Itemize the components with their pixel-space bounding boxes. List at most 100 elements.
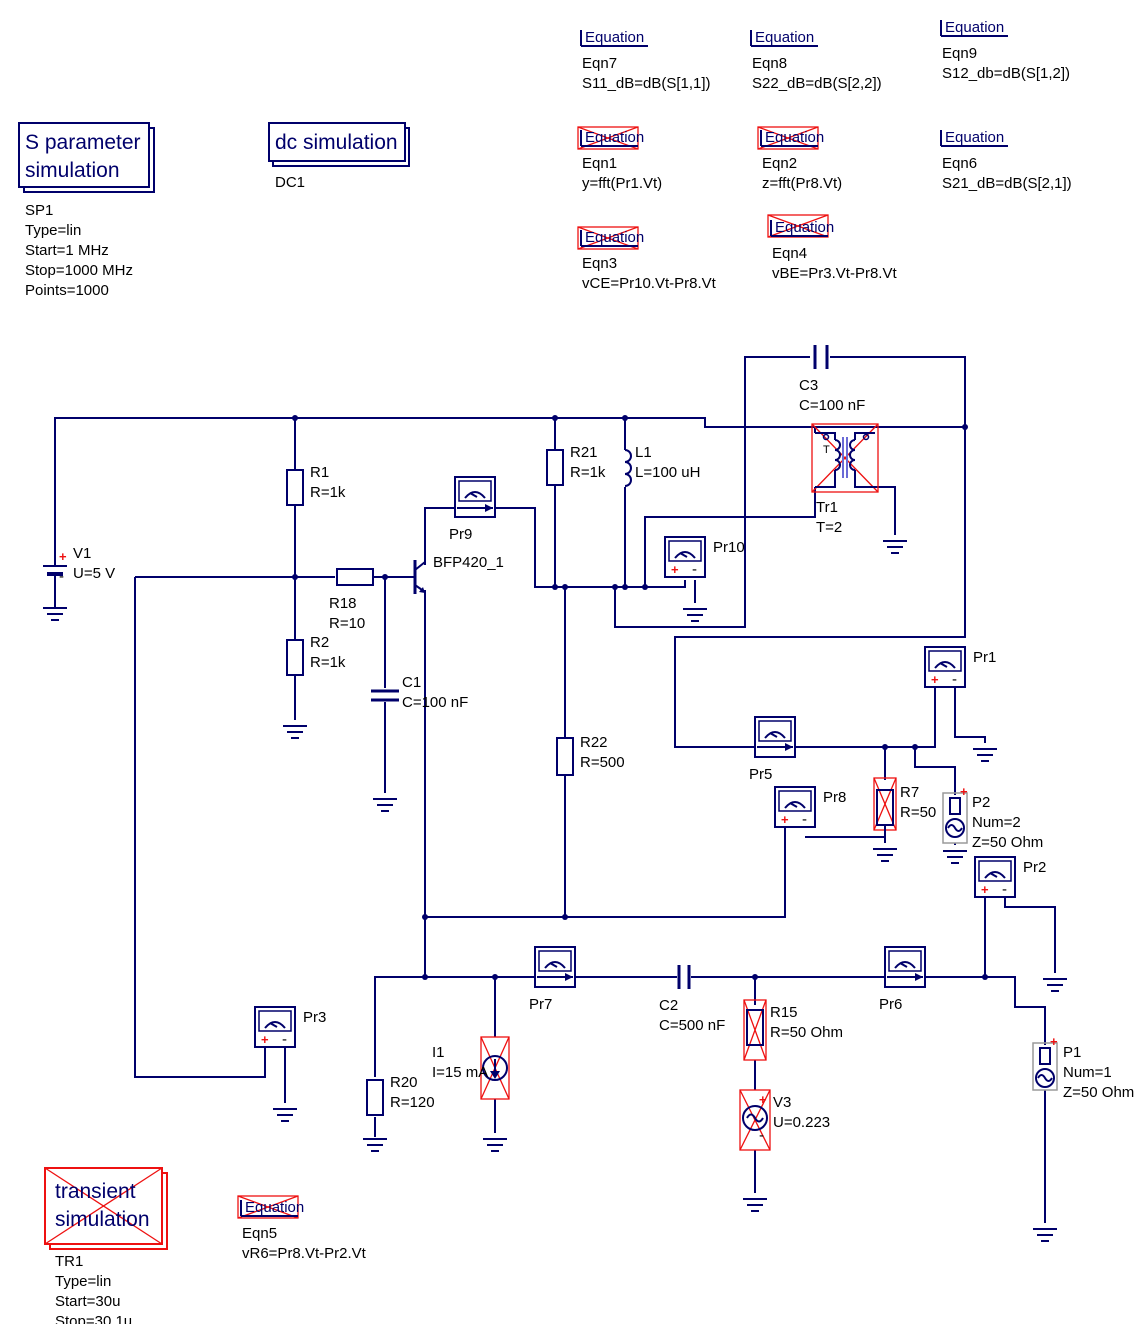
dc-name: DC1	[275, 174, 305, 191]
r2-value: R=1k	[310, 654, 346, 671]
eqn3-name: Eqn3	[582, 255, 617, 272]
v3-plus-mark: +	[759, 1092, 767, 1107]
v1-name: V1	[73, 545, 91, 562]
eqn5-name: Eqn5	[242, 1225, 277, 1242]
eqn9-expr: S12_db=dB(S[1,2])	[942, 65, 1070, 82]
voltage-probe-pr10[interactable]: + - Pr10	[664, 536, 745, 578]
l1-value: L=100 uH	[635, 464, 700, 481]
equation-eqn3[interactable]: Equation Eqn3 vCE=Pr10.Vt-Pr8.Vt	[577, 226, 717, 292]
r22-name: R22	[580, 734, 608, 751]
pr8-plus: +	[781, 812, 789, 827]
eqn1-expr: y=fft(Pr1.Vt)	[582, 175, 662, 192]
resistor-r7[interactable]: R7 R=50	[873, 777, 936, 843]
pr8-minus: -	[802, 811, 807, 828]
dc-voltage-source-v1[interactable]: + - V1 U=5 V	[43, 545, 115, 603]
equation-eqn7[interactable]: Equation Eqn7 S11_dB=dB(S[1,1])	[580, 29, 711, 92]
voltage-probe-pr8[interactable]: + - Pr8	[774, 786, 846, 828]
transformer-tr1[interactable]: T Tr1 T=2	[811, 423, 879, 536]
ground-icon	[43, 603, 67, 621]
r7-value: R=50	[900, 804, 936, 821]
inductor-l1[interactable]: L1 L=100 uH	[624, 444, 700, 487]
eqn1-name: Eqn1	[582, 155, 617, 172]
resistor-r20[interactable]: R20 R=120	[366, 1074, 435, 1116]
ac-voltage-source-v3[interactable]: + - V3 U=0.223	[739, 1089, 830, 1151]
c1-value: C=100 nF	[402, 694, 468, 711]
p1-z: Z=50 Ohm	[1063, 1084, 1134, 1101]
p1-plus-mark: +	[1050, 1034, 1058, 1049]
p2-z: Z=50 Ohm	[972, 834, 1043, 851]
equation-eqn5[interactable]: Equation Eqn5 vR6=Pr8.Vt-Pr2.Vt	[237, 1195, 367, 1262]
equation-eqn9[interactable]: Equation Eqn9 S12_db=dB(S[1,2])	[940, 19, 1070, 82]
resistor-r21[interactable]: R21 R=1k	[546, 444, 606, 486]
c2-name: C2	[659, 997, 678, 1014]
equation-eqn1[interactable]: Equation Eqn1 y=fft(Pr1.Vt)	[577, 126, 662, 192]
pr10-plus: +	[671, 562, 679, 577]
capacitor-c2[interactable]: C2 C=500 nF	[659, 965, 725, 1034]
capacitor-c3[interactable]: C3 C=100 nF	[799, 345, 865, 414]
current-probe-pr5[interactable]: Pr5	[749, 716, 796, 783]
sparam-title-line1: S parameter	[25, 131, 141, 154]
sparam-sim-block[interactable]: S parameter simulation SP1 Type=lin Star…	[18, 122, 155, 299]
current-probe-pr9[interactable]: Pr9	[449, 476, 496, 543]
r18-name: R18	[329, 595, 357, 612]
pr10-name: Pr10	[713, 539, 745, 556]
pr6-name: Pr6	[879, 996, 902, 1013]
transistor-bfp420[interactable]: BFP420_1	[413, 554, 504, 594]
p2-name: P2	[972, 794, 990, 811]
equation-eqn4[interactable]: Equation Eqn4 vBE=Pr3.Vt-Pr8.Vt	[767, 214, 897, 282]
capacitor-c1[interactable]: C1 C=100 nF	[371, 674, 468, 711]
eqn8-expr: S22_dB=dB(S[2,2])	[752, 75, 882, 92]
resistor-r18[interactable]: R18 R=10	[329, 568, 374, 632]
pr5-name: Pr5	[749, 766, 772, 783]
port-p2[interactable]: + P2 Num=2 Z=50 Ohm	[942, 784, 1043, 851]
tran-title-line2: simulation	[55, 1208, 150, 1231]
port-p1[interactable]: + P1 Num=1 Z=50 Ohm	[1032, 1034, 1134, 1101]
r1-value: R=1k	[310, 484, 346, 501]
resistor-r22[interactable]: R22 R=500	[556, 734, 625, 776]
sparam-prop-stop: Stop=1000 MHz	[25, 262, 133, 279]
pr9-name: Pr9	[449, 526, 472, 543]
eqn7-name: Eqn7	[582, 55, 617, 72]
dc-sim-block[interactable]: dc simulation DC1	[268, 122, 410, 191]
eqn7-header: Equation	[585, 29, 644, 46]
tr1-t-mark: T	[823, 444, 830, 456]
i1-value: I=15 mA	[432, 1064, 488, 1081]
pr2-plus: +	[981, 882, 989, 897]
equation-eqn8[interactable]: Equation Eqn8 S22_dB=dB(S[2,2])	[750, 29, 882, 92]
resistor-r2[interactable]: R2 R=1k	[286, 634, 346, 676]
l1-name: L1	[635, 444, 652, 461]
v1-value: U=5 V	[73, 565, 115, 582]
r1-name: R1	[310, 464, 329, 481]
c3-name: C3	[799, 377, 818, 394]
resistor-r1[interactable]: R1 R=1k	[286, 464, 346, 506]
ground-icon	[973, 748, 997, 762]
equation-eqn6[interactable]: Equation Eqn6 S21_dB=dB(S[2,1])	[940, 129, 1072, 192]
eqn8-name: Eqn8	[752, 55, 787, 72]
equation-eqn2[interactable]: Equation Eqn2 z=fft(Pr8.Vt)	[757, 126, 842, 192]
current-probe-pr7[interactable]: Pr7	[529, 946, 576, 1013]
ground-icon	[373, 798, 397, 812]
transient-sim-block[interactable]: transient simulation TR1 Type=lin Start=…	[44, 1167, 168, 1324]
sparam-prop-start: Start=1 MHz	[25, 242, 109, 259]
pr3-name: Pr3	[303, 1009, 326, 1026]
pr3-plus: +	[261, 1032, 269, 1047]
dc-title: dc simulation	[275, 131, 398, 154]
eqn8-header: Equation	[755, 29, 814, 46]
tran-title-line1: transient	[55, 1180, 136, 1203]
eqn2-name: Eqn2	[762, 155, 797, 172]
voltage-probe-pr1[interactable]: + - Pr1	[924, 646, 996, 688]
voltage-probe-pr3[interactable]: + - Pr3	[254, 1006, 326, 1048]
r20-name: R20	[390, 1074, 418, 1091]
resistor-r15[interactable]: R15 R=50 Ohm	[743, 999, 843, 1061]
eqn4-header: Equation	[775, 219, 834, 236]
current-source-i1[interactable]: I1 I=15 mA	[432, 1036, 510, 1100]
v1-plus-mark: +	[59, 549, 67, 564]
voltage-probe-pr2[interactable]: + - Pr2	[974, 856, 1046, 898]
pr2-name: Pr2	[1023, 859, 1046, 876]
p1-num: Num=1	[1063, 1064, 1112, 1081]
eqn6-expr: S21_dB=dB(S[2,1])	[942, 175, 1072, 192]
current-probe-pr6[interactable]: Pr6	[879, 946, 926, 1013]
eqn6-name: Eqn6	[942, 155, 977, 172]
ground-icon	[273, 1108, 297, 1122]
